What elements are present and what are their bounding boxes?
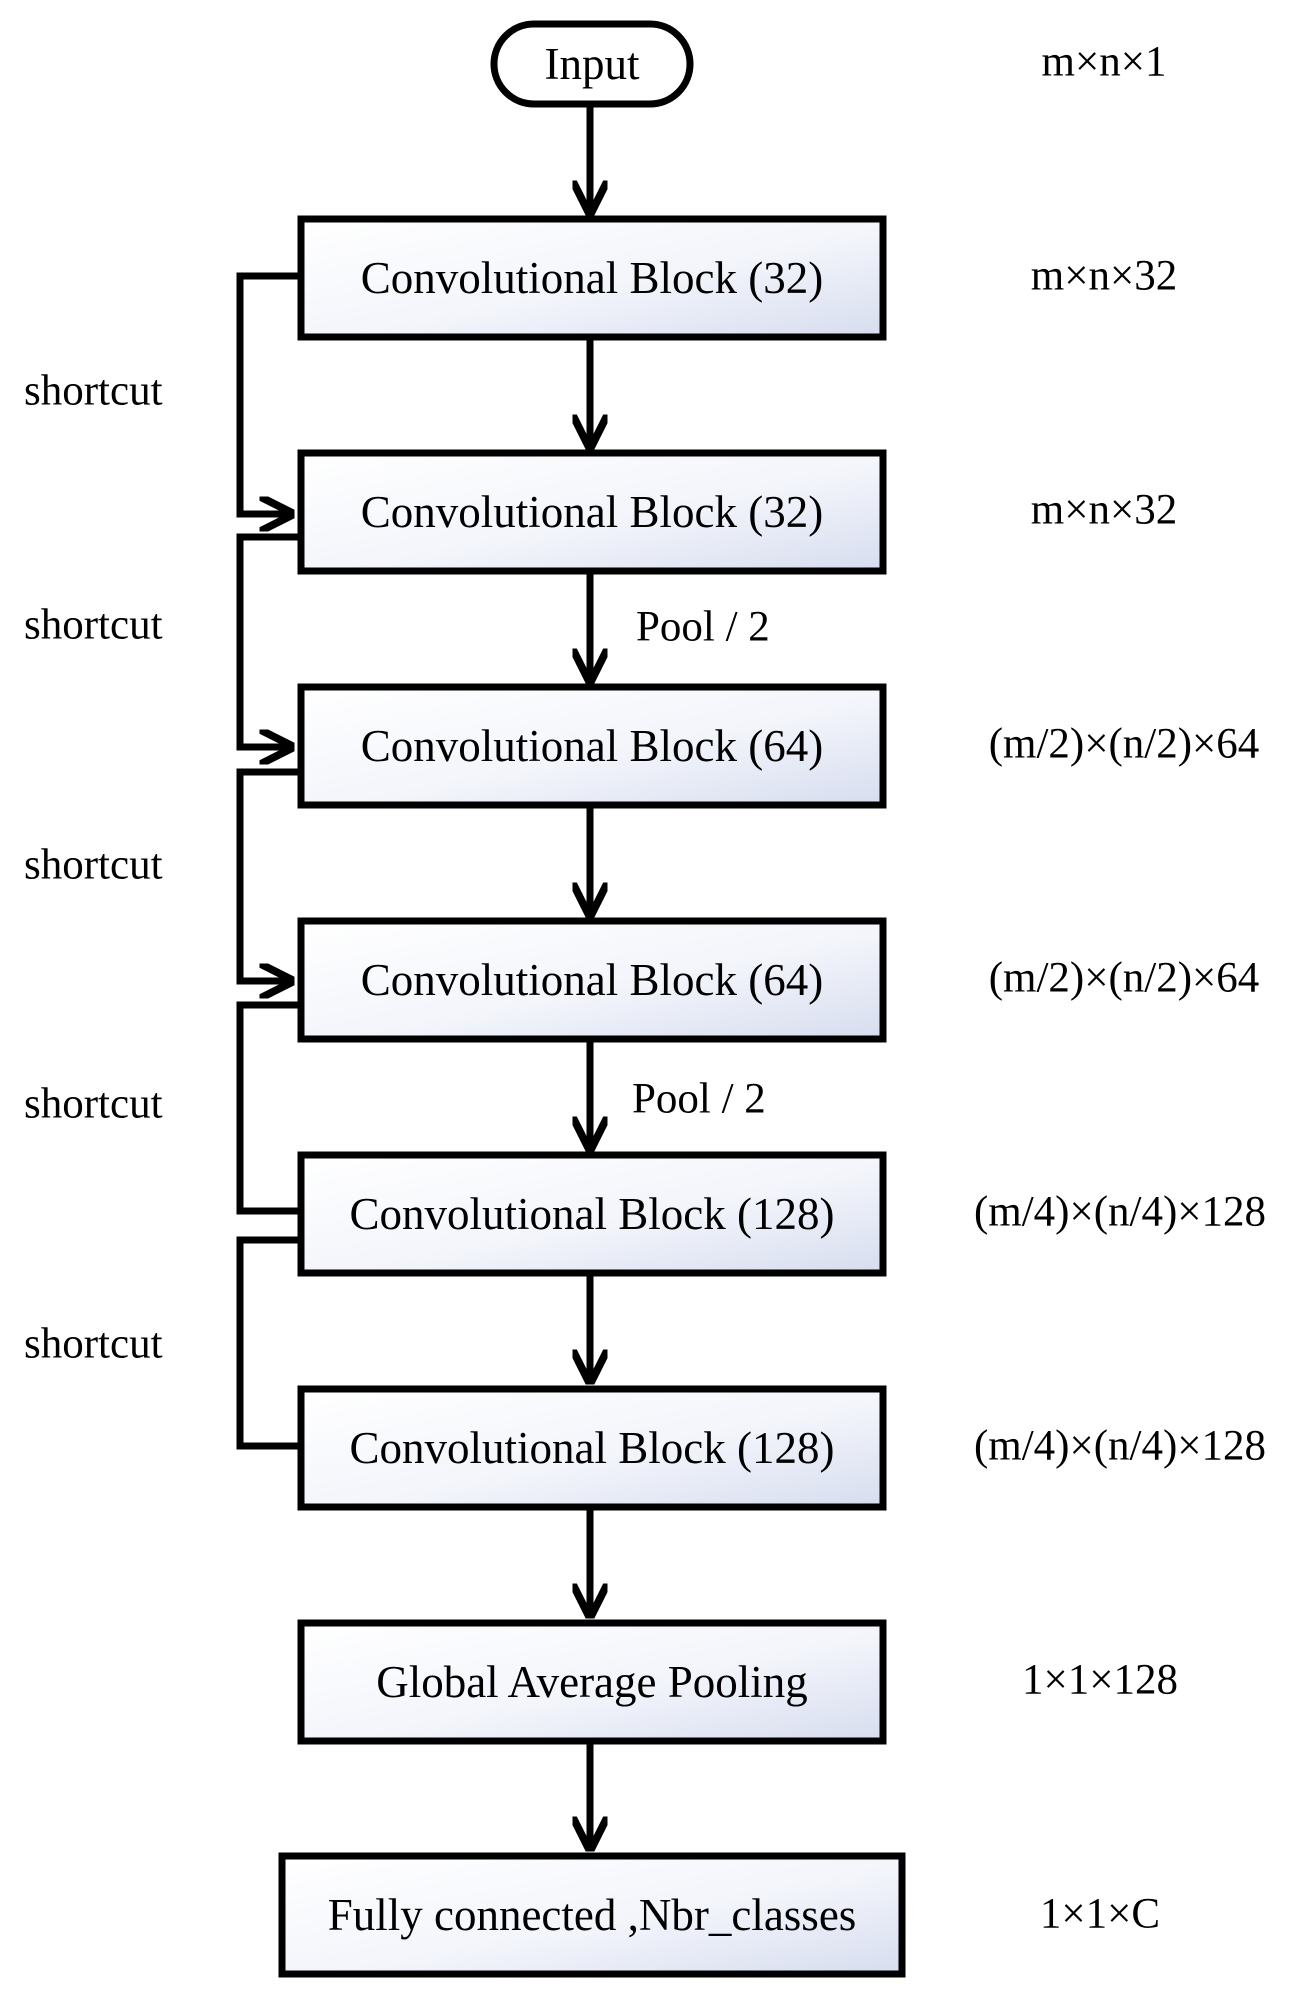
conv-block-6-label: Convolutional Block (128) bbox=[350, 1423, 835, 1473]
dim-label-block-5: (m/4)×(n/4)×128 bbox=[974, 1189, 1266, 1236]
dim-label-block-6: (m/4)×(n/4)×128 bbox=[974, 1423, 1266, 1470]
fully-connected-label: Fully connected ,Nbr_classes bbox=[328, 1890, 857, 1940]
conv-block-3: Convolutional Block (64) bbox=[297, 683, 887, 809]
conv-block-6: Convolutional Block (128) bbox=[297, 1385, 887, 1511]
conv-block-1-label: Convolutional Block (32) bbox=[361, 253, 823, 303]
dim-label-block-4: (m/2)×(n/2)×64 bbox=[989, 955, 1260, 1002]
conv-block-3-label: Convolutional Block (64) bbox=[361, 721, 823, 771]
dim-label-fc: 1×1×C bbox=[1040, 1891, 1160, 1938]
global-average-pooling-block: Global Average Pooling bbox=[297, 1619, 887, 1745]
shortcut-path-2 bbox=[236, 533, 301, 747]
global-average-pooling-label: Global Average Pooling bbox=[376, 1657, 808, 1707]
shortcut-label-2: shortcut bbox=[24, 602, 163, 649]
conv-block-5: Convolutional Block (128) bbox=[297, 1151, 887, 1277]
conv-block-2-label: Convolutional Block (32) bbox=[361, 487, 823, 537]
dim-label-block-3: (m/2)×(n/2)×64 bbox=[989, 721, 1260, 768]
conv-block-5-label: Convolutional Block (128) bbox=[350, 1189, 835, 1239]
conv-block-2: Convolutional Block (32) bbox=[297, 449, 887, 575]
shortcut-label-1: shortcut bbox=[24, 368, 163, 415]
shortcut-path-1 bbox=[236, 272, 301, 514]
shortcut-label-3: shortcut bbox=[24, 842, 163, 889]
conv-block-4: Convolutional Block (64) bbox=[297, 917, 887, 1043]
pool-label-2: Pool / 2 bbox=[632, 1076, 766, 1123]
input-label: Input bbox=[545, 39, 640, 89]
shortcut-path-5 bbox=[236, 1236, 301, 1450]
shortcut-path-4 bbox=[236, 1001, 301, 1215]
shortcut-label-5: shortcut bbox=[24, 1321, 163, 1368]
input-node: Input bbox=[490, 20, 694, 108]
dim-label-gap: 1×1×128 bbox=[1022, 1657, 1178, 1704]
dim-label-block-1: m×n×32 bbox=[1031, 253, 1177, 300]
shortcut-label-4: shortcut bbox=[24, 1081, 163, 1128]
conv-block-1: Convolutional Block (32) bbox=[297, 215, 887, 341]
dim-label-block-2: m×n×32 bbox=[1031, 487, 1177, 534]
conv-block-4-label: Convolutional Block (64) bbox=[361, 955, 823, 1005]
shortcut-path-3 bbox=[236, 768, 301, 981]
dim-label-input: m×n×1 bbox=[1042, 39, 1167, 86]
pool-label-1: Pool / 2 bbox=[636, 604, 770, 651]
fully-connected-block: Fully connected ,Nbr_classes bbox=[278, 1852, 906, 1978]
